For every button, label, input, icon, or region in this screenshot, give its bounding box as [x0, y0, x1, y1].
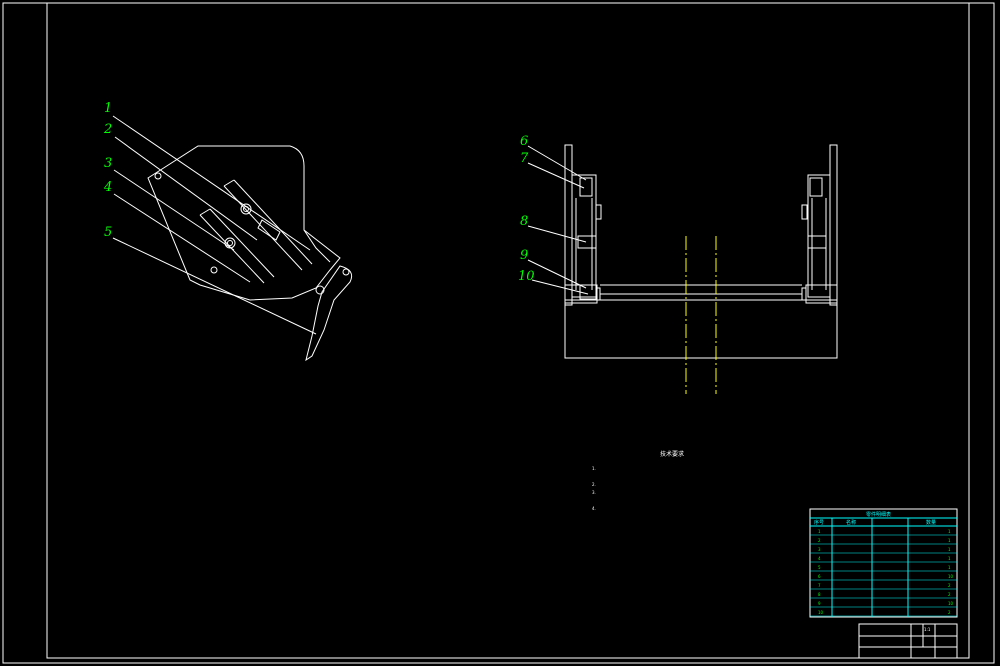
- table-cell-qty: 10: [948, 601, 954, 606]
- hole-lower: [210, 266, 218, 274]
- leader-1: [112, 115, 311, 251]
- callout-9: 9: [520, 248, 528, 263]
- table-cell-no: 3: [818, 547, 821, 552]
- table-cell-no: 1: [818, 529, 821, 534]
- right-column: [801, 144, 838, 306]
- leader-6: [527, 145, 587, 181]
- tech-note-line: 4.: [592, 506, 596, 511]
- leader-5: [112, 237, 317, 335]
- title-scale: 1:1: [924, 627, 931, 632]
- table-cell-qty: 2: [948, 610, 951, 615]
- table-cell-qty: 1: [948, 565, 951, 570]
- callout-1: 1: [104, 101, 112, 116]
- gripper-jaw: [305, 265, 353, 362]
- table-cell-qty: 2: [948, 592, 951, 597]
- table-cell-qty: 1: [948, 556, 951, 561]
- leader-8: [527, 225, 587, 243]
- tech-note-line: 2.: [592, 482, 596, 487]
- header-name: 名称: [846, 519, 856, 526]
- callout-7: 7: [520, 151, 529, 166]
- jaw-pivot-pin: [315, 285, 325, 295]
- cylinder-upper: [223, 179, 313, 271]
- base-plate: [564, 299, 838, 359]
- front-view: 6 7 8 9 10: [518, 134, 838, 394]
- table-cell-no: 8: [818, 592, 821, 597]
- table-cell-no: 5: [818, 565, 821, 570]
- side-view: 1 2 3 4 5: [103, 101, 353, 362]
- table-cell-no: 7: [818, 583, 821, 588]
- callout-2: 2: [103, 122, 112, 137]
- parts-table: 零件明细表 序号 名称 数量 1 1 2 1 3 1 4 1 5 1 6 10 7 2 8 2 9 10 10 2: [809, 508, 958, 618]
- table-cell-no: 2: [818, 538, 821, 543]
- tech-note-line: 1.: [592, 466, 596, 471]
- header-qty: 数量: [926, 519, 936, 526]
- table-cell-no: 4: [818, 556, 821, 561]
- technical-notes: 技术要求 1. 2. 3. 4.: [592, 450, 684, 511]
- table-cell-qty: 1: [948, 547, 951, 552]
- callout-5: 5: [104, 225, 112, 240]
- callout-10: 10: [518, 269, 535, 284]
- table-cell-qty: 2: [948, 583, 951, 588]
- callout-3: 3: [104, 156, 112, 171]
- leader-4: [113, 193, 251, 283]
- housing-plate: [147, 145, 341, 301]
- leader-2: [114, 136, 258, 241]
- jaw-top-pin: [342, 268, 350, 276]
- table-cell-no: 10: [818, 610, 824, 615]
- sheet-inner-border: [46, 2, 970, 659]
- parts-table-title: 零件明细表: [866, 511, 891, 518]
- leader-3: [113, 169, 235, 251]
- table-cell-no: 9: [818, 601, 821, 606]
- title-block: 1:1: [858, 623, 958, 659]
- tech-note-line: 3.: [592, 490, 596, 495]
- callout-8: 8: [520, 214, 528, 229]
- left-column: [564, 144, 602, 306]
- table-cell-no: 6: [818, 574, 821, 579]
- hole-upper: [154, 172, 162, 180]
- tech-notes-title: 技术要求: [660, 450, 684, 458]
- callout-6: 6: [520, 134, 528, 149]
- leader-10: [531, 279, 589, 295]
- table-cell-qty: 1: [948, 538, 951, 543]
- callout-4: 4: [103, 180, 112, 195]
- table-cell-qty: 10: [948, 574, 954, 579]
- leader-9: [527, 259, 587, 289]
- table-cell-qty: 1: [948, 529, 951, 534]
- header-no: 序号: [814, 519, 824, 526]
- leader-7: [527, 162, 585, 189]
